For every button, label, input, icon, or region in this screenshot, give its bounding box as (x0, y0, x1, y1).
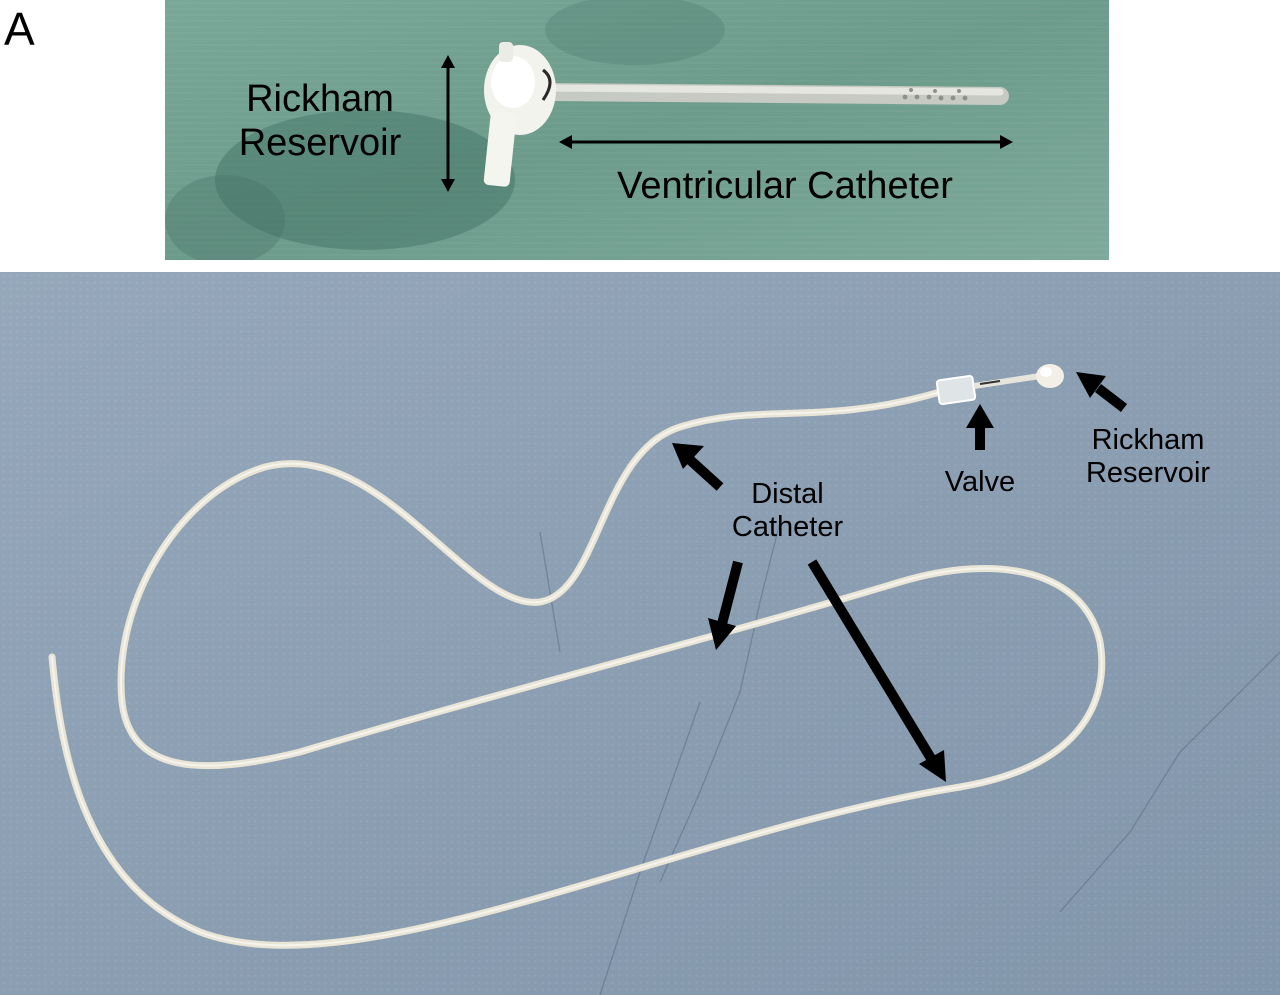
ventricular-catheter (536, 83, 1009, 105)
ventricular-catheter-label: Ventricular Catheter (617, 165, 953, 207)
panel-b-image (0, 272, 1280, 995)
catheter-length-arrow (559, 135, 1013, 149)
arrow-distal-middle (708, 560, 743, 650)
panel-a-letter: A (4, 3, 35, 55)
rickham-label-a-line2: Reservoir (238, 121, 402, 164)
panel-a-image (165, 0, 1109, 260)
distal-catheter-label: Distal Catheter (700, 478, 875, 545)
arrow-distal-lower (807, 559, 946, 782)
valve (935, 373, 1041, 406)
arrow-rickham-b (1076, 372, 1128, 412)
distal-label-line1: Distal (751, 478, 824, 510)
rickham-reservoir (483, 42, 556, 187)
panel-a-photo: Rickham Reservoir Ventricular Catheter (165, 0, 1109, 260)
valve-label: Valve (944, 466, 1016, 498)
rickham-size-arrow (441, 55, 455, 192)
rickham-label-b-line1: Rickham (1091, 424, 1205, 456)
rickham-label-a-line1: Rickham (246, 78, 394, 120)
arrow-distal-upper (672, 443, 724, 491)
arrow-valve (966, 404, 994, 450)
rickham-reservoir-b (1036, 364, 1064, 388)
rickham-label-b-line2: Reservoir (1085, 457, 1211, 490)
distal-label-line2: Catheter (731, 511, 844, 544)
rickham-reservoir-label-b: Rickham Reservoir (1068, 424, 1228, 491)
panel-b-photo: Distal Catheter Valve Rickham Reservoir (0, 272, 1280, 995)
rickham-reservoir-label-a: Rickham Reservoir (225, 78, 415, 165)
